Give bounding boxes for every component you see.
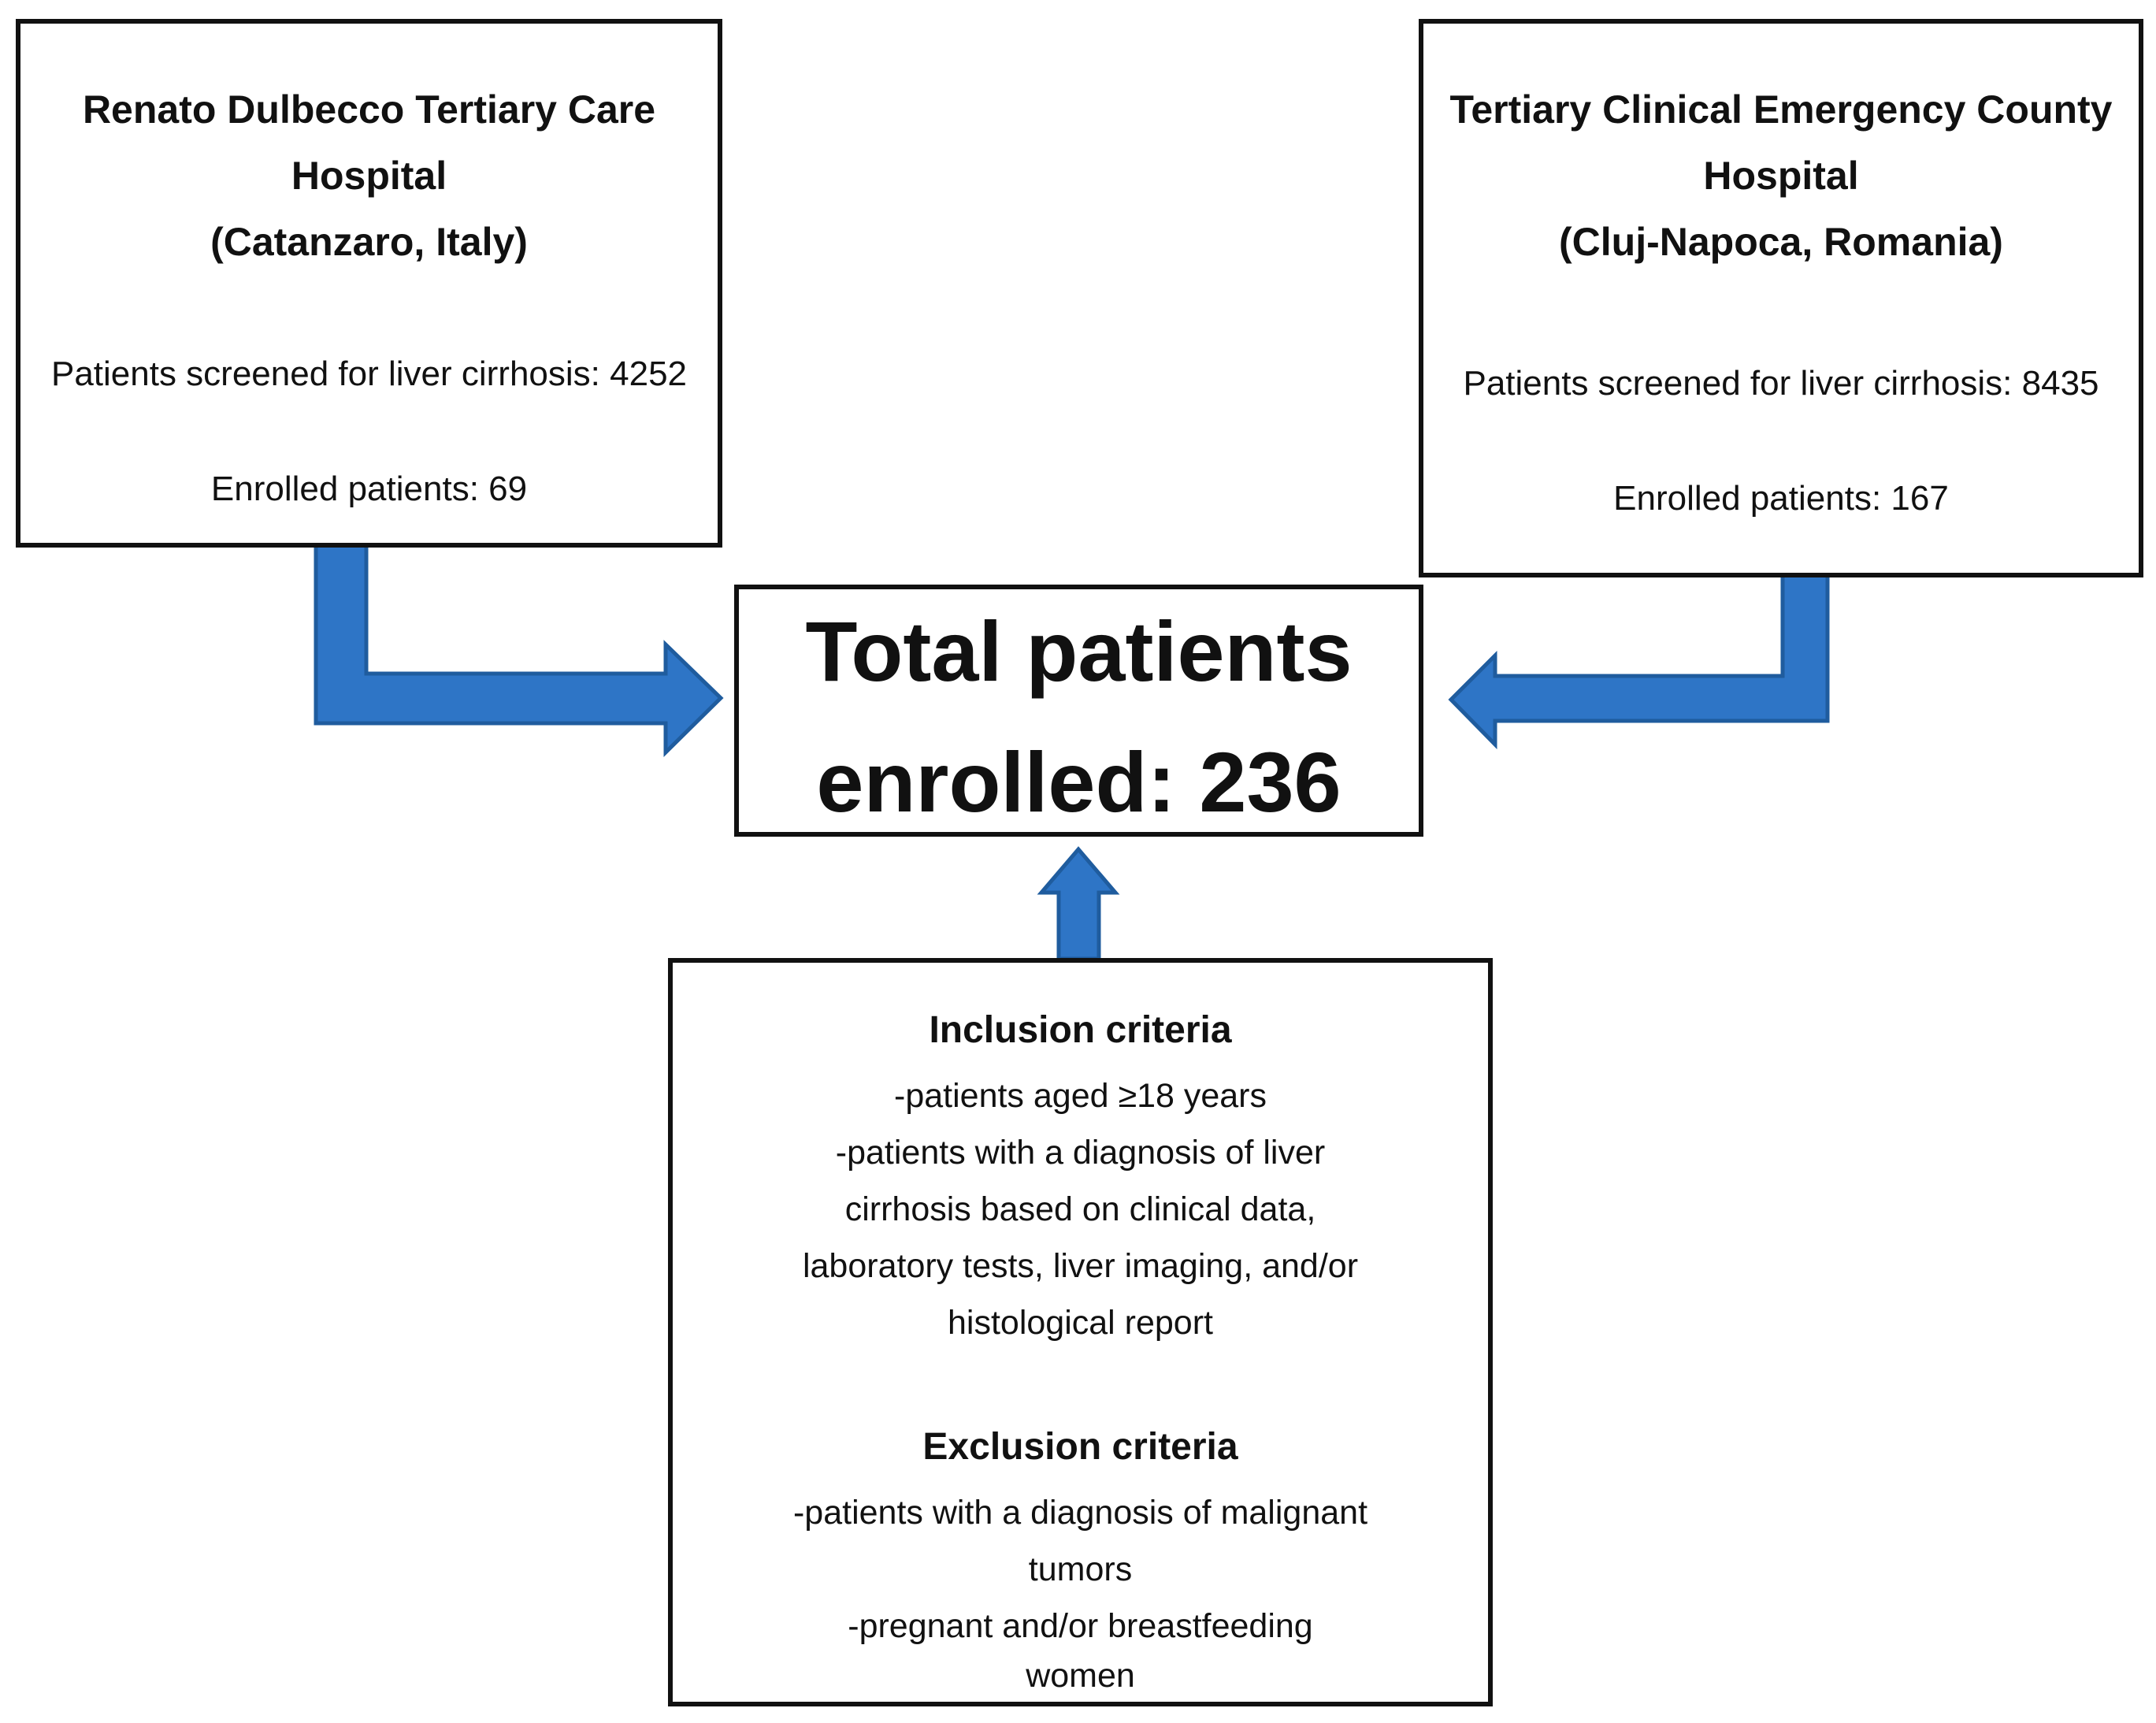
enrolled-count: Enrolled patients: 69: [210, 470, 528, 508]
hospital-name-line: Tertiary Clinical Emergency County: [1449, 87, 2113, 132]
hospital-name-line: Hospital: [291, 154, 447, 198]
inclusion-criteria-item: laboratory tests, liver imaging, and/or: [802, 1247, 1359, 1285]
arrow-criteria-to-total: [1037, 846, 1120, 961]
criteria-box: Inclusion criteria -patients aged ≥18 ye…: [668, 958, 1493, 1706]
exclusion-criteria-item: -patients with a diagnosis of malignant: [792, 1494, 1368, 1532]
hospital-location: (Catanzaro, Italy): [210, 220, 528, 264]
inclusion-criteria-item: cirrhosis based on clinical data,: [844, 1190, 1316, 1228]
screened-count: Patients screened for liver cirrhosis: 4…: [50, 355, 688, 393]
total-enrolled-box: Total patients enrolled: 236: [734, 585, 1423, 837]
inclusion-criteria-title: Inclusion criteria: [929, 1009, 1232, 1051]
exclusion-criteria-item: women: [1026, 1657, 1135, 1695]
total-line: enrolled: 236: [816, 734, 1341, 830]
hospital-box-cluj: Tertiary Clinical Emergency County Hospi…: [1419, 19, 2143, 577]
inclusion-criteria-item: -patients aged ≥18 years: [894, 1077, 1267, 1115]
inclusion-criteria-item: histological report: [947, 1304, 1213, 1342]
arrow-left-to-total: [314, 541, 724, 757]
inclusion-criteria-item: -patients with a diagnosis of liver: [835, 1134, 1326, 1172]
hospital-location: (Cluj-Napoca, Romania): [1559, 220, 2003, 264]
exclusion-criteria-item: tumors: [1028, 1550, 1133, 1588]
enrolled-count: Enrolled patients: 167: [1613, 479, 1949, 518]
screened-count: Patients screened for liver cirrhosis: 8…: [1463, 364, 2099, 403]
hospital-name-line: Hospital: [1703, 154, 1859, 198]
hospital-box-catanzaro: Renato Dulbecco Tertiary Care Hospital (…: [16, 19, 722, 548]
exclusion-criteria-title: Exclusion criteria: [922, 1426, 1238, 1468]
total-line: Total patients: [805, 603, 1353, 699]
hospital-name-line: Renato Dulbecco Tertiary Care: [82, 87, 656, 132]
arrow-right-to-total: [1448, 573, 1830, 750]
exclusion-criteria-item: -pregnant and/or breastfeeding: [848, 1607, 1313, 1645]
